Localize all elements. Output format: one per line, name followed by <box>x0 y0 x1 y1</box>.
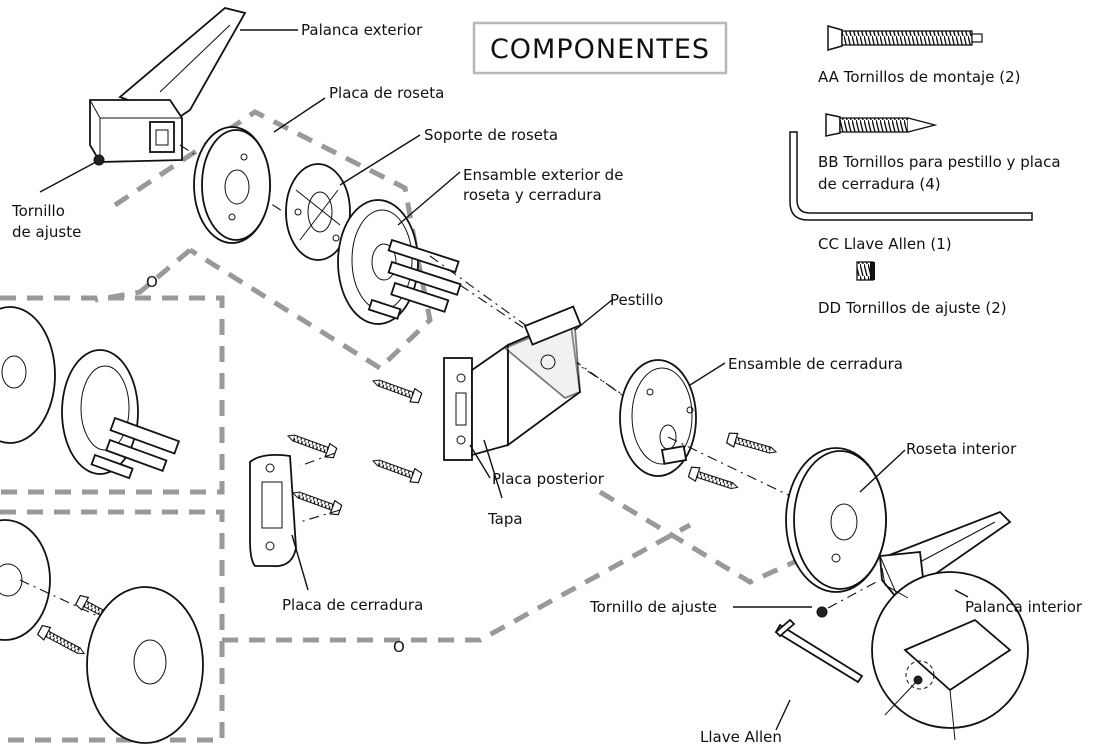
option-b-drawing <box>0 519 204 744</box>
label-interior-rosette: Roseta interior <box>906 440 1017 458</box>
component-dd-line1: DD Tornillos de ajuste (2) <box>818 299 1007 317</box>
component-aa-line1: AA Tornillos de montaje (2) <box>818 68 1020 86</box>
label-or-top: O <box>146 273 158 291</box>
label-set-screw-2: de ajuste <box>12 223 81 241</box>
leader-lines <box>39 29 969 731</box>
label-exterior-assembly-1: Ensamble exterior de <box>463 166 623 184</box>
label-lock-assembly: Ensamble de cerradura <box>728 355 903 373</box>
set-screw-icon <box>856 261 875 281</box>
detail-inset <box>871 567 1029 741</box>
label-or-bottom: O <box>393 638 405 656</box>
mounting-screw-icon <box>827 25 983 51</box>
component-bb-line1: BB Tornillos para pestillo y placa <box>818 153 1061 171</box>
component-bb-line2: de cerradura (4) <box>818 175 941 193</box>
components-title: COMPONENTES <box>490 34 710 65</box>
label-exterior-assembly-2: roseta y cerradura <box>463 186 602 204</box>
label-latch: Pestillo <box>610 291 663 309</box>
allen-key-icon <box>789 131 1033 221</box>
right-set-screw-and-key <box>774 579 881 684</box>
label-back-plate: Placa posterior <box>492 470 605 488</box>
component-cc-line1: CC Llave Allen (1) <box>818 235 952 253</box>
label-set-screw-1: Tornillo <box>11 202 65 220</box>
label-strike-plate: Placa de cerradura <box>282 596 423 614</box>
components-title-box: COMPONENTES <box>472 21 728 75</box>
label-allen-key: Llave Allen <box>700 728 782 746</box>
label-cap: Tapa <box>487 510 523 528</box>
label-interior-lever: Palanca interior <box>965 598 1083 616</box>
label-rosette-plate: Placa de roseta <box>329 84 444 102</box>
latch <box>443 305 582 461</box>
label-exterior-lever: Palanca exterior <box>301 21 423 39</box>
components-panel <box>789 25 1033 281</box>
latch-screw-icon <box>825 113 938 137</box>
label-right-set-screw: Tornillo de ajuste <box>589 598 717 616</box>
label-rosette-support: Soporte de roseta <box>424 126 558 144</box>
interior-rosette <box>785 447 887 593</box>
rosette-support <box>285 163 351 261</box>
strike-plate <box>249 453 297 568</box>
components-list: AA Tornillos de montaje (2) BB Tornillos… <box>818 68 1061 317</box>
option-a-drawing <box>0 306 181 480</box>
rosette-plate <box>193 126 271 244</box>
part-labels: Palanca exterior Placa de roseta Soporte… <box>11 21 1083 746</box>
latch-screws <box>285 373 423 523</box>
